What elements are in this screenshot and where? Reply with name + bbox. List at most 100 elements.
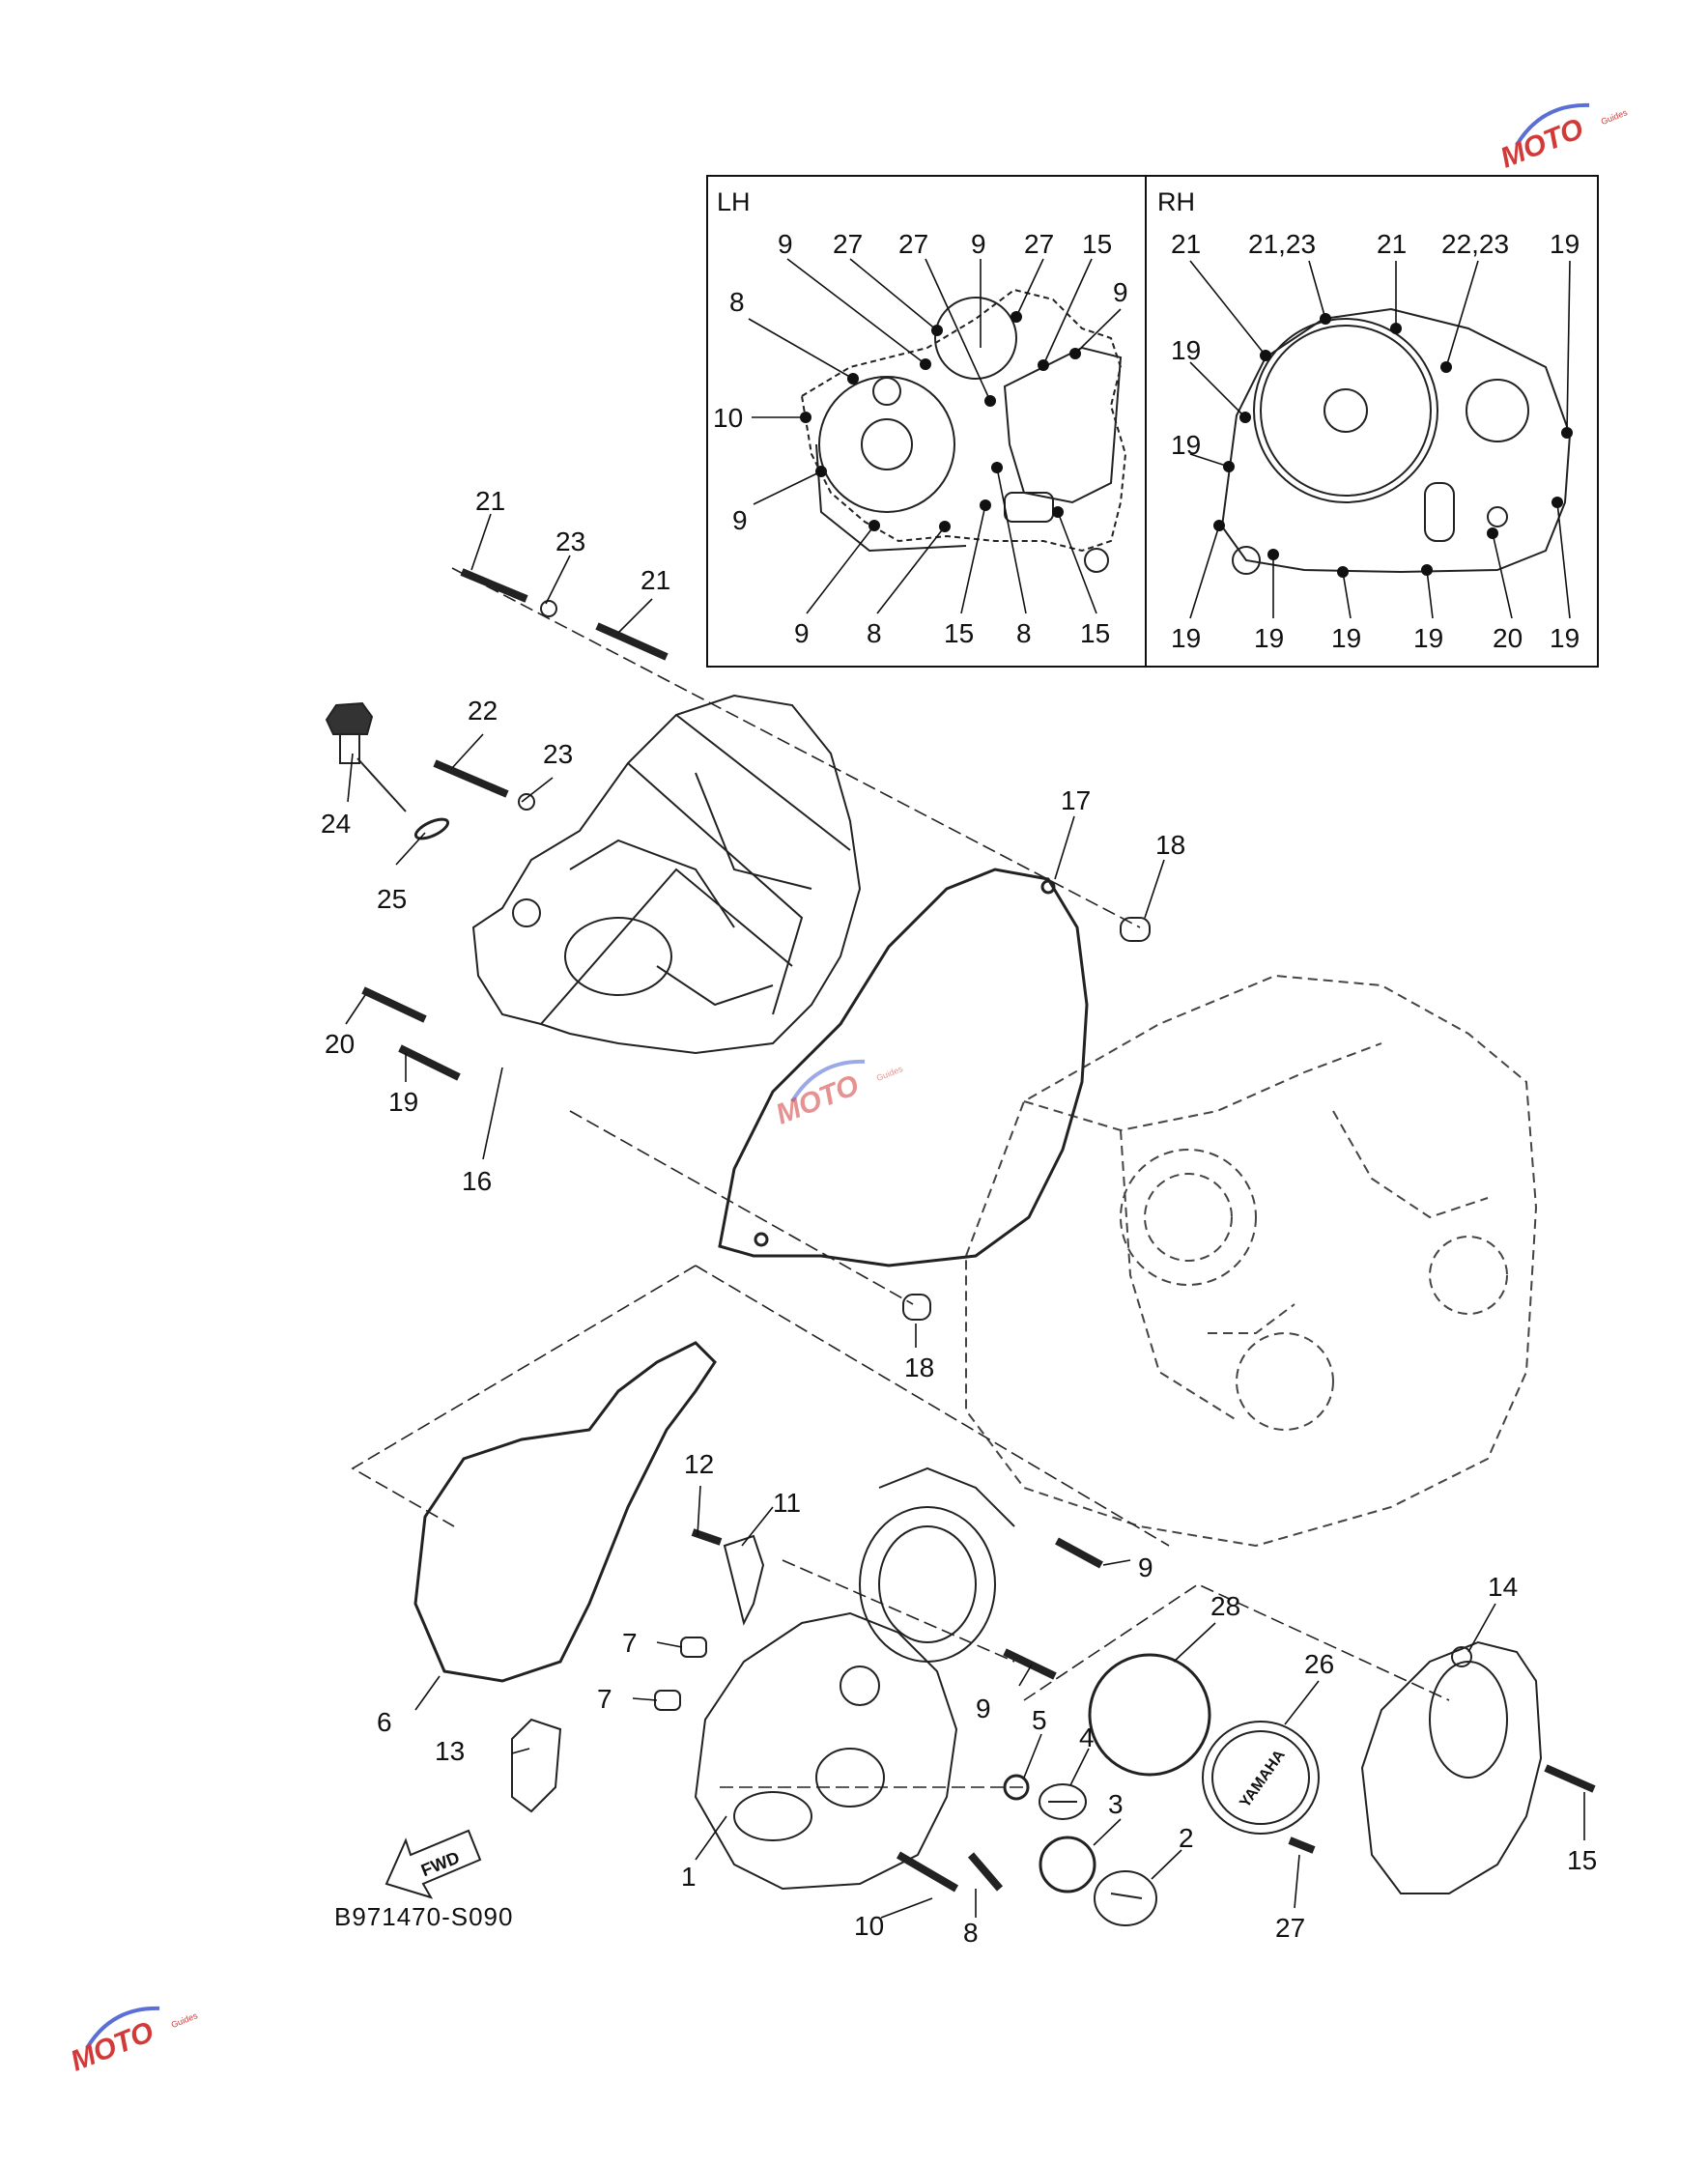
lh-label: 15: [1082, 229, 1112, 259]
callout-label: 24: [321, 809, 351, 839]
lh-label: 27: [898, 229, 928, 259]
lh-label: 9: [1113, 277, 1128, 307]
cover-26-drawing: YAMAHA: [1202, 1721, 1320, 1835]
rh-label: 21: [1377, 229, 1407, 259]
o-ring-5: [1003, 1774, 1030, 1801]
left-crankcase-cover-drawing: [471, 694, 862, 1055]
callout-label: 9: [976, 1694, 991, 1723]
callout-label: 11: [773, 1488, 801, 1518]
callout-label: 23: [543, 739, 573, 769]
o-ring-25: [413, 817, 450, 840]
callout-label: 16: [462, 1166, 492, 1196]
callout-label: 13: [435, 1736, 465, 1766]
clutch-housing-drawing: [859, 1466, 1015, 1663]
drawing-code: B971470-S090: [334, 1902, 513, 1931]
watermark-text: MOTO: [1495, 113, 1587, 175]
callout-label: 14: [1488, 1572, 1518, 1602]
lh-label: 9: [778, 229, 793, 259]
callout-label: 7: [622, 1628, 638, 1658]
cap-2: [1094, 1870, 1157, 1926]
holder-13: [511, 1718, 562, 1813]
lh-label: 9: [732, 505, 748, 535]
rh-label: 21,23: [1248, 229, 1316, 259]
inset-rh-title: RH: [1157, 187, 1195, 216]
inset-rh-leaders: [1189, 260, 1571, 619]
watermark-center: MOTO Guides: [771, 1059, 904, 1131]
rh-label: 19: [1171, 430, 1201, 460]
oil-filler-cap-24: [325, 701, 407, 812]
rh-label: 19: [1171, 335, 1201, 365]
rh-label: 19: [1331, 623, 1361, 653]
rh-label: 21: [1171, 229, 1201, 259]
fwd-arrow: FWD: [384, 1829, 482, 1899]
bracket-11: [723, 1534, 765, 1626]
plug-4: [1039, 1783, 1087, 1820]
callout-label: 18: [904, 1352, 934, 1382]
dowel-pin-18-upper: [1120, 917, 1151, 942]
generator-cover-1-drawing: [694, 1611, 958, 1891]
lh-label: 27: [1024, 229, 1054, 259]
rh-label: 19: [1550, 623, 1580, 653]
lh-label: 15: [944, 618, 974, 648]
callout-label: 25: [377, 884, 407, 914]
callout-label: 3: [1108, 1789, 1124, 1819]
callout-label: 28: [1210, 1591, 1240, 1621]
inset-lh-title: LH: [717, 187, 751, 216]
callout-label: 23: [555, 527, 585, 556]
lh-label: 15: [1080, 618, 1110, 648]
inset-lh-bolt-dots: [800, 311, 1081, 532]
inset-box: [706, 175, 1599, 668]
callout-label: 4: [1079, 1723, 1095, 1752]
callout-label: 6: [377, 1707, 392, 1737]
callout-label: 9: [1138, 1552, 1153, 1582]
callout-label: 17: [1061, 785, 1091, 815]
callout-label: 19: [388, 1087, 418, 1117]
yamaha-logo-text: YAMAHA: [1237, 1747, 1289, 1810]
callout-label: 18: [1155, 830, 1185, 860]
lh-label: 27: [833, 229, 863, 259]
rh-label: 19: [1254, 623, 1284, 653]
cover-14-drawing: [1360, 1640, 1543, 1894]
crankcase-drawing: [965, 974, 1538, 1548]
bolts: [361, 568, 1596, 1893]
lh-label: 9: [971, 229, 986, 259]
o-ring-28: [1088, 1653, 1211, 1777]
callout-label: 5: [1032, 1705, 1047, 1735]
rh-label: 19: [1413, 623, 1443, 653]
watermark-sub: Guides: [1600, 107, 1630, 127]
callout-label: 22: [468, 696, 498, 726]
watermark-bottom-left: MOTO Guides: [66, 2006, 200, 2078]
rh-label: 19: [1171, 623, 1201, 653]
callout-label: 12: [684, 1449, 714, 1479]
callout-label: 2: [1179, 1823, 1194, 1853]
inset-rh-cover-drawing: [1220, 307, 1572, 575]
callout-label: 27: [1275, 1913, 1305, 1943]
o-ring-3: [1039, 1836, 1096, 1894]
callout-label: 21: [640, 565, 670, 595]
lh-label: 8: [1016, 618, 1032, 648]
rh-label: 20: [1493, 623, 1523, 653]
dowel-pin-18-lower: [902, 1294, 931, 1321]
callout-label: 15: [1567, 1845, 1597, 1875]
callout-leaders: [345, 513, 1585, 1919]
rh-label: 19: [1550, 229, 1580, 259]
lh-label: 8: [729, 287, 745, 317]
callout-label: 8: [963, 1918, 979, 1948]
gasket-17-drawing: [718, 868, 1089, 1267]
lh-label: 9: [794, 618, 810, 648]
callout-label: 10: [854, 1911, 884, 1941]
lh-label: 8: [867, 618, 882, 648]
lh-label: 10: [713, 403, 743, 433]
watermark-sub: Guides: [170, 2010, 200, 2030]
callout-label: 21: [475, 486, 505, 516]
watermark-text: MOTO: [66, 2016, 157, 2078]
callout-label: 26: [1304, 1649, 1334, 1679]
callout-label: 20: [325, 1029, 355, 1059]
callout-label: 1: [681, 1862, 697, 1892]
inset-lh-leaders: [748, 258, 1122, 614]
watermark-top-right: MOTO Guides: [1495, 102, 1630, 175]
inset-lh-cover-drawing: [800, 288, 1127, 573]
assembly-lines: [351, 567, 1450, 1788]
